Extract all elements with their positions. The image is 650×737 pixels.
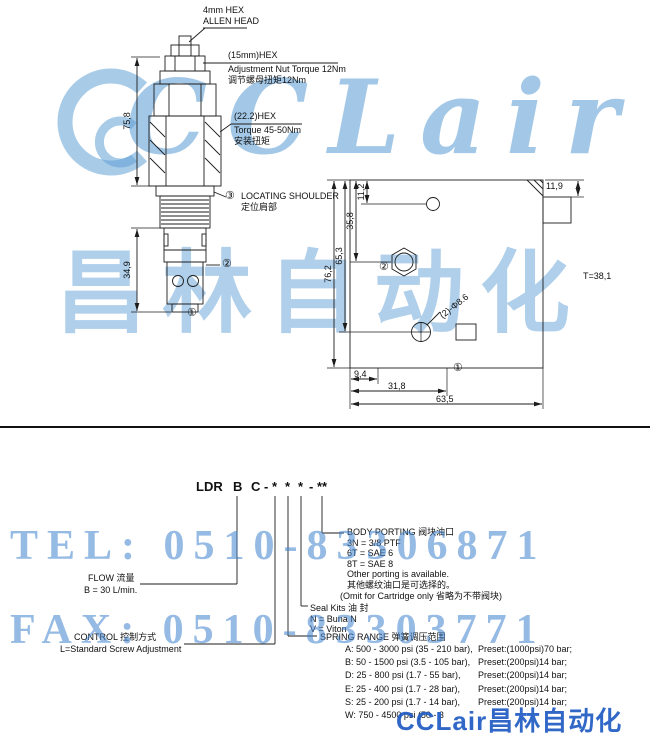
spring-range-value: E: 25 - 400 psi (1.7 - 28 bar), (345, 683, 461, 694)
dim-thickness: T=38,1 (583, 271, 612, 281)
spring-range-value: W: 750 - 4500 psi (50 - 3 (345, 709, 444, 720)
callout-adjustment-nut-line2: Adjustment Nut Torque 12Nm (228, 64, 346, 74)
callout-allen-head-line2: ALLEN HEAD (203, 16, 260, 26)
spring-range-row: W: 750 - 4500 psi (50 - 3 (345, 710, 645, 723)
model-code-series: LDR (196, 479, 223, 494)
spring-range-row: D: 25 - 800 psi (1.7 - 55 bar), Preset:(… (345, 670, 645, 683)
spring-preset-value: Preset:(1000psi)70 bar; (478, 644, 573, 654)
body-top-view (349, 179, 572, 369)
seal-kits-block: Seal Kits 油 封 N = Buna N V = Viton (310, 603, 369, 635)
dim-35-8: 35,8 (345, 212, 355, 230)
model-code-star-control: * (272, 479, 278, 494)
body-porting-option: 6T = SAE 6 (347, 548, 394, 559)
seal-kits-title: Seal Kits 油 封 (310, 603, 369, 613)
callout-torque: (22.2)HEX Torque 45-50Nm 安装扭矩 (234, 111, 301, 147)
seal-kits-option: V = Viton (310, 624, 347, 635)
spring-range-value: A: 500 - 3000 psi (35 - 210 bar), (345, 644, 473, 654)
seal-kits-option: N = Buna N (310, 613, 357, 624)
spring-range-value: D: 25 - 800 psi (1.7 - 55 bar), (345, 670, 461, 681)
dim-63-5: 63,5 (436, 394, 454, 404)
brand-logo-swirl-icon (57, 68, 148, 176)
dim-75-8: 75,8 (122, 112, 132, 130)
dim-11-9: 11,9 (546, 181, 563, 191)
spring-range-value: S: 25 - 200 psi (1.7 - 14 bar), (345, 696, 461, 707)
body-porting-note2: 其他螺纹油口是可选择的。 (347, 579, 456, 590)
dim-34-9: 34,9 (122, 261, 132, 279)
spring-range-value: B: 50 - 1500 psi (3.5 - 105 bar), (345, 657, 471, 668)
model-code-star-seal: * (298, 479, 304, 494)
dimension-lines (134, 58, 581, 407)
callout-leader-lines (188, 27, 441, 326)
spring-preset-value: Preset:(200psi)14 bar; (478, 670, 568, 681)
spring-range-table: A: 500 - 3000 psi (35 - 210 bar), Preset… (345, 644, 645, 723)
model-code-dash2: - (309, 479, 314, 494)
model-code-dash1: - (264, 479, 269, 494)
callout-locating-shoulder-line2: 定位肩部 (241, 202, 278, 212)
dim-76-2: 76,2 (323, 265, 333, 283)
flow-value: B = 30 L/min. (84, 585, 138, 595)
spring-preset-value: Preset:(200psi)14 bar; (478, 657, 568, 668)
body-porting-note3: (Omit for Cartridge only 省略为不带阀块) (340, 590, 503, 601)
marker-3-locating-shoulder: ③ (225, 190, 235, 202)
body-porting-title: BODY PORTING 阀块油口 (347, 527, 455, 537)
dim-31-8: 31,8 (388, 381, 406, 391)
control-value: L=Standard Screw Adjustment (60, 644, 182, 654)
body-porting-option: 8T = SAE 8 (347, 558, 394, 569)
model-code-star-spring: * (285, 479, 291, 494)
ordering-leader-lines (140, 496, 344, 645)
marker-2-body: ② (379, 261, 389, 273)
callout-adjustment-nut-line1: (15mm)HEX (228, 50, 278, 60)
flow-title: FLOW 流量 (88, 573, 135, 583)
callout-torque-line2: Torque 45-50Nm (234, 125, 302, 135)
spring-range-title: SPRING RANGE 弹簧调压范围 (320, 632, 446, 642)
dim-65-3: 65,3 (334, 247, 344, 265)
dim-11-2: 11,2 (356, 183, 366, 201)
callout-locating-shoulder-line1: LOCATING SHOULDER (241, 191, 339, 201)
callout-allen-head-line1: 4mm HEX (203, 5, 245, 15)
model-code-type: C (251, 479, 261, 494)
model-code-star-porting: ** (317, 479, 328, 494)
dimension-extension-lines (131, 56, 584, 409)
spring-preset-value: Preset:(200psi)14 bar; (478, 683, 568, 694)
marker-2-valve: ② (222, 258, 232, 270)
marker-1-body: ① (453, 362, 463, 374)
spring-range-row: A: 500 - 3000 psi (35 - 210 bar), Preset… (345, 644, 645, 657)
callout-allen-head: 4mm HEX ALLEN HEAD (203, 5, 259, 27)
spring-range-row: S: 25 - 200 psi (1.7 - 14 bar), Preset:(… (345, 697, 645, 710)
model-code-flow: B (233, 479, 243, 494)
callout-adjustment-nut-line3: 调节螺母扭矩12Nm (228, 75, 307, 85)
valve-front-view (148, 35, 222, 313)
callout-torque-line1: (22.2)HEX (234, 111, 277, 121)
body-porting-option: 3N = 3/8 PTF (347, 537, 401, 548)
spring-range-row: E: 25 - 400 psi (1.7 - 28 bar), Preset:(… (345, 684, 645, 697)
spring-range-row: B: 50 - 1500 psi (3.5 - 105 bar), Preset… (345, 657, 645, 670)
callout-adjustment-nut: (15mm)HEX Adjustment Nut Torque 12Nm 调节螺… (228, 50, 346, 86)
callout-torque-line3: 安装扭矩 (234, 136, 271, 146)
marker-1-valve: ① (187, 307, 197, 319)
dim-9-4: 9,4 (354, 369, 367, 379)
body-porting-note1: Other porting is available. (347, 569, 450, 580)
control-title: CONTROL 控制方式 (74, 632, 157, 642)
spring-preset-value: Preset:(200psi)14 bar; (478, 696, 568, 707)
callout-locating-shoulder: LOCATING SHOULDER 定位肩部 (241, 191, 339, 213)
body-porting-block: BODY PORTING 阀块油口 3N = 3/8 PTF 6T = SAE … (340, 527, 502, 601)
